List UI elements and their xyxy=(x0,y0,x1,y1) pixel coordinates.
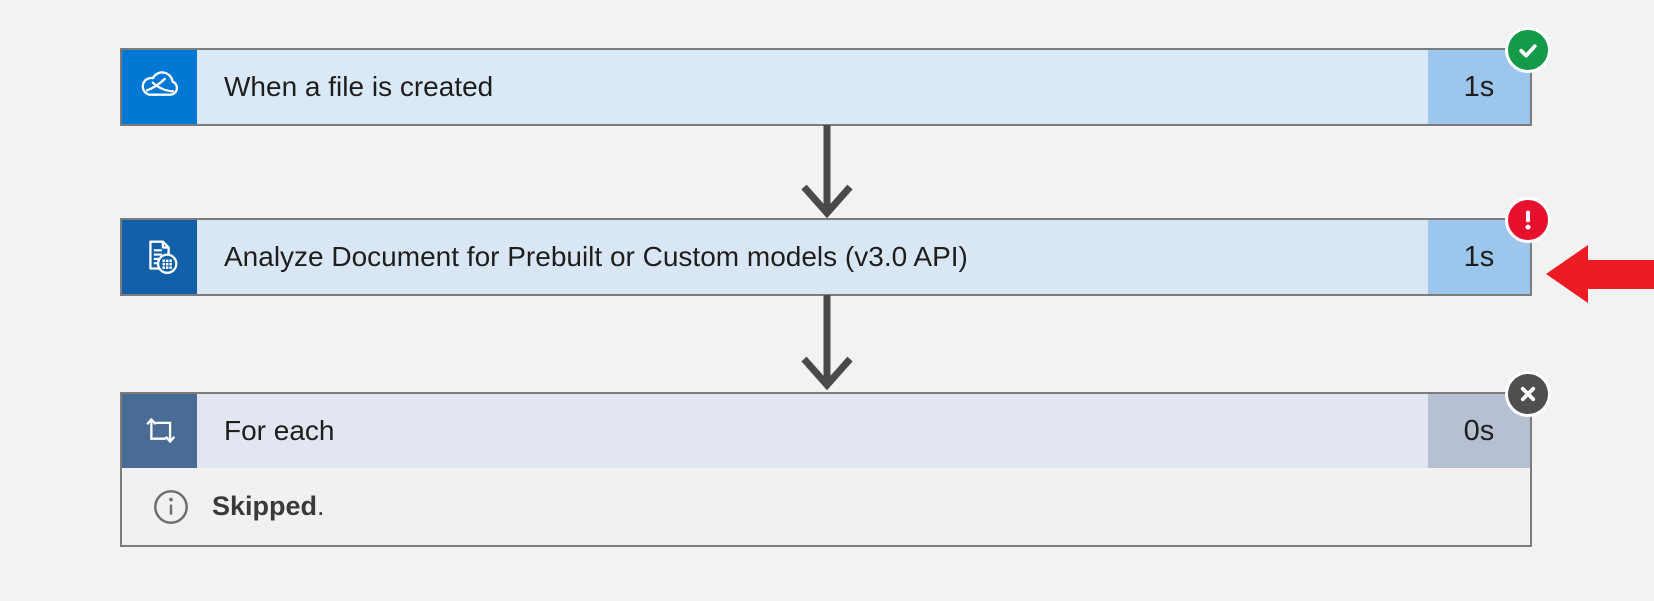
status-success-icon xyxy=(1505,27,1551,73)
step-title: For each xyxy=(197,394,1428,468)
step-header[interactable]: For each 0s xyxy=(122,394,1530,468)
step-header[interactable]: Analyze Document for Prebuilt or Custom … xyxy=(122,220,1530,294)
onedrive-icon xyxy=(122,50,197,124)
connector-down-arrow xyxy=(801,295,853,391)
info-icon xyxy=(154,489,188,524)
step-title: When a file is created xyxy=(197,50,1428,124)
step-card-for-each[interactable]: For each 0s Skipped. xyxy=(120,371,1551,547)
status-error-icon xyxy=(1505,197,1551,243)
status-message-suffix: . xyxy=(317,491,325,521)
step-title: Analyze Document for Prebuilt or Custom … xyxy=(197,220,1428,294)
for-each-loop-icon xyxy=(122,394,197,468)
annotation-red-arrow xyxy=(1546,245,1654,303)
step-status-section: Skipped. xyxy=(122,468,1530,545)
step-header[interactable]: When a file is created 1s xyxy=(122,50,1530,124)
status-cancelled-icon xyxy=(1505,371,1551,417)
step-card-analyze-document[interactable]: Analyze Document for Prebuilt or Custom … xyxy=(120,197,1551,296)
ai-document-icon xyxy=(122,220,197,294)
connector-down-arrow xyxy=(801,125,853,219)
step-card-when-a-file-is-created[interactable]: When a file is created 1s xyxy=(120,27,1551,126)
status-message-bold: Skipped xyxy=(212,491,318,521)
status-message: Skipped. xyxy=(212,491,325,522)
